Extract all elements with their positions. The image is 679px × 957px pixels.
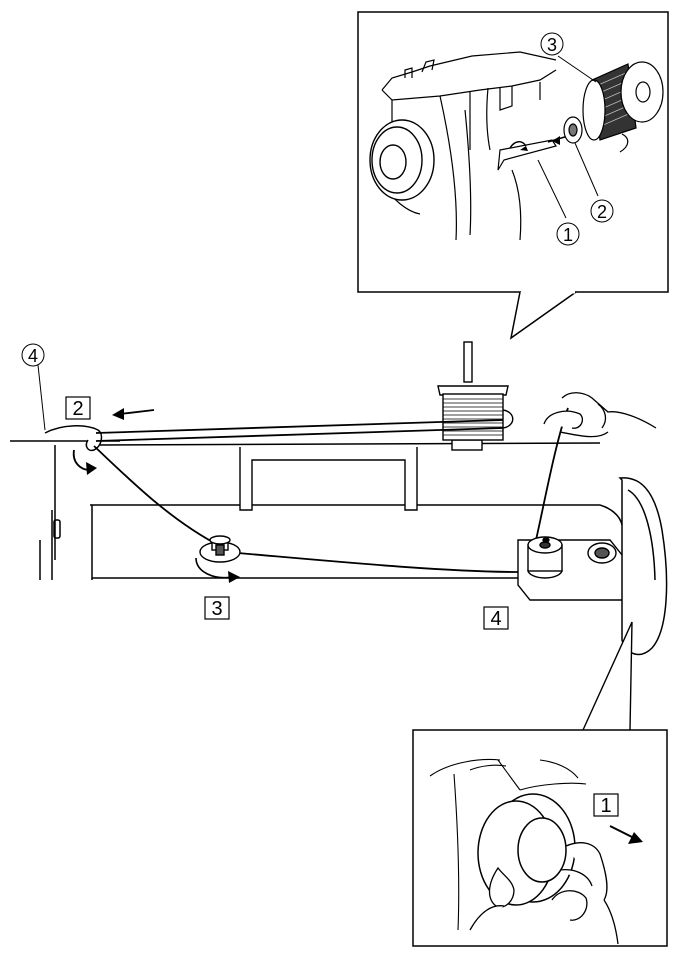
inset-hands bbox=[469, 842, 619, 945]
thread-guide-hook bbox=[44, 425, 103, 452]
main-machine-view: 4 2 3 4 bbox=[10, 341, 668, 656]
callout-spool: 3 bbox=[547, 35, 557, 55]
callout-thread-guide: 1 bbox=[563, 225, 573, 245]
direction-arrows bbox=[72, 408, 155, 475]
bobbin-tension-disc bbox=[199, 535, 241, 563]
main-spool-pin bbox=[437, 341, 509, 451]
inset-top-leaders bbox=[537, 55, 599, 219]
step-1-label: 1 bbox=[600, 795, 611, 817]
thread-spool bbox=[582, 61, 664, 153]
spool-cap bbox=[563, 116, 583, 144]
callout-spool-cap: 2 bbox=[597, 202, 607, 222]
inset-bottom-pointer bbox=[582, 621, 633, 731]
main-callouts: 4 2 3 4 bbox=[21, 343, 509, 630]
step-3-label: 3 bbox=[211, 598, 222, 620]
hand-holding-thread bbox=[543, 392, 657, 438]
inset-handwheel bbox=[369, 119, 435, 201]
inset-bottom-body bbox=[429, 759, 587, 931]
bobbin-winder bbox=[517, 536, 627, 601]
main-handwheel bbox=[618, 477, 668, 656]
arrow-pull-right bbox=[609, 825, 635, 839]
inset-handwheel-detail: 1 bbox=[412, 621, 668, 947]
inset-top-pointer bbox=[509, 291, 577, 340]
top-cover-panel bbox=[239, 447, 418, 511]
step-4-label: 4 bbox=[490, 608, 501, 630]
callout-step-4-hook: 4 bbox=[28, 346, 38, 366]
main-thread-spool bbox=[442, 393, 514, 441]
inset-top-callouts: 3 2 1 bbox=[540, 32, 614, 246]
thread-guide bbox=[497, 139, 557, 171]
arrow-tension bbox=[195, 557, 233, 579]
arrow-left bbox=[119, 409, 155, 415]
inset-spool-detail: 3 2 1 bbox=[357, 11, 669, 340]
step-2-label: 2 bbox=[72, 398, 83, 420]
inset-pulled-handwheel bbox=[477, 793, 576, 906]
